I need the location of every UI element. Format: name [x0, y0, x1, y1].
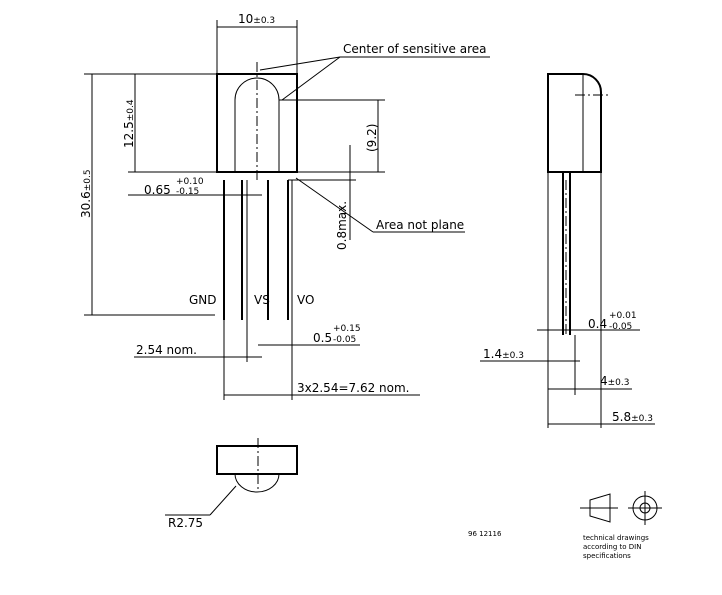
dim-width-value: 10 [238, 12, 253, 26]
din-note-line2: according to DIN [583, 543, 641, 551]
dim-side-depth-value: 4 [600, 374, 608, 388]
front-lens [234, 77, 280, 172]
dim-lead-width-tol-upper: +0.10 [176, 177, 204, 187]
din-note-line3: specifications [583, 552, 631, 560]
dim-side-total-value: 5.8 [612, 410, 631, 424]
side-dimensions: 0.4 +0.01 -0.05 1.4±0.3 4±0.3 5.8±0.3 [480, 172, 655, 428]
dim-lead-width-value: 0.65 [144, 183, 171, 197]
bottom-body [216, 445, 298, 475]
projection-symbol-icon [580, 491, 662, 525]
dim-side-depth-tol: ±0.3 [608, 378, 630, 388]
dim-width-tol: ±0.3 [253, 16, 275, 26]
svg-text:30.6±0.5: 30.6±0.5 [79, 169, 93, 218]
dim-span-value: 3x2.54=7.62 nom. [297, 381, 410, 395]
dim-total-height: 30.6±0.5 [79, 73, 215, 316]
dim-width-top: 10±0.3 [216, 12, 298, 74]
dim-lead-thickness-side-tol-upper: +0.01 [609, 311, 637, 321]
dim-total-height-value: 30.6 [79, 191, 93, 218]
side-view [547, 73, 610, 335]
dim-pitch: 2.54 nom. [134, 320, 262, 400]
dim-body-height: 12.5±0.4 [122, 73, 217, 173]
dim-not-plane: 0.8max. [288, 145, 356, 250]
dim-lens-height-value: (9.2) [365, 124, 379, 152]
dim-side-offset-value: 1.4 [483, 347, 502, 361]
callout-sensitive-area-text: Center of sensitive area [343, 42, 487, 56]
dim-side-total-tol: ±0.3 [631, 414, 653, 424]
svg-text:4±0.3: 4±0.3 [600, 374, 630, 388]
dim-lead-thickness-front-tol-upper: +0.15 [333, 324, 361, 334]
dim-lead-thickness-side-value: 0.4 [588, 317, 607, 331]
svg-text:1.4±0.3: 1.4±0.3 [483, 347, 524, 361]
dim-total-height-tol: ±0.5 [83, 169, 93, 191]
callout-area-not-plane-text: Area not plane [376, 218, 464, 232]
svg-text:12.5±0.4: 12.5±0.4 [122, 99, 136, 148]
dim-lead-thickness-front-tol-lower: -0.05 [333, 335, 356, 345]
side-body [547, 73, 602, 173]
callout-sensitive-area: Center of sensitive area [259, 42, 490, 101]
dim-lead-width: 0.65 +0.10 -0.15 [128, 177, 262, 197]
pin-label-vs: VS [254, 293, 270, 307]
dim-span: 3x2.54=7.62 nom. [224, 345, 420, 400]
pin-label-vo: VO [297, 293, 314, 307]
dim-lens-height: (9.2) [279, 99, 385, 173]
dim-not-plane-value: 0.8max. [335, 201, 349, 250]
callout-area-not-plane: Area not plane [295, 177, 465, 233]
dim-body-height-tol: ±0.4 [126, 99, 136, 121]
dim-radius-value: R2.75 [168, 516, 203, 530]
pin-label-gnd: GND [189, 293, 217, 307]
bottom-lens [234, 473, 280, 493]
svg-text:5.8±0.3: 5.8±0.3 [612, 410, 653, 424]
dim-body-height-value: 12.5 [122, 121, 136, 148]
doc-number: 96 12116 [468, 530, 502, 538]
dim-lead-thickness-front: 0.5 +0.15 -0.05 [258, 324, 361, 346]
svg-text:0.65: 0.65 [144, 183, 171, 197]
dim-lead-thickness-front-value: 0.5 [313, 331, 332, 345]
svg-text:10±0.3: 10±0.3 [238, 12, 275, 26]
front-view [216, 62, 298, 345]
dim-pitch-value: 2.54 nom. [136, 343, 197, 357]
dim-side-offset-tol: ±0.3 [502, 351, 524, 361]
front-leads [223, 180, 293, 345]
dim-lead-thickness-side-tol-lower: -0.05 [609, 322, 632, 332]
bottom-view: R2.75 [165, 438, 298, 530]
dim-lead-width-tol-lower: -0.15 [176, 187, 199, 197]
pin-labels: GND VS VO [189, 293, 314, 307]
din-note-line1: technical drawings [583, 534, 649, 542]
